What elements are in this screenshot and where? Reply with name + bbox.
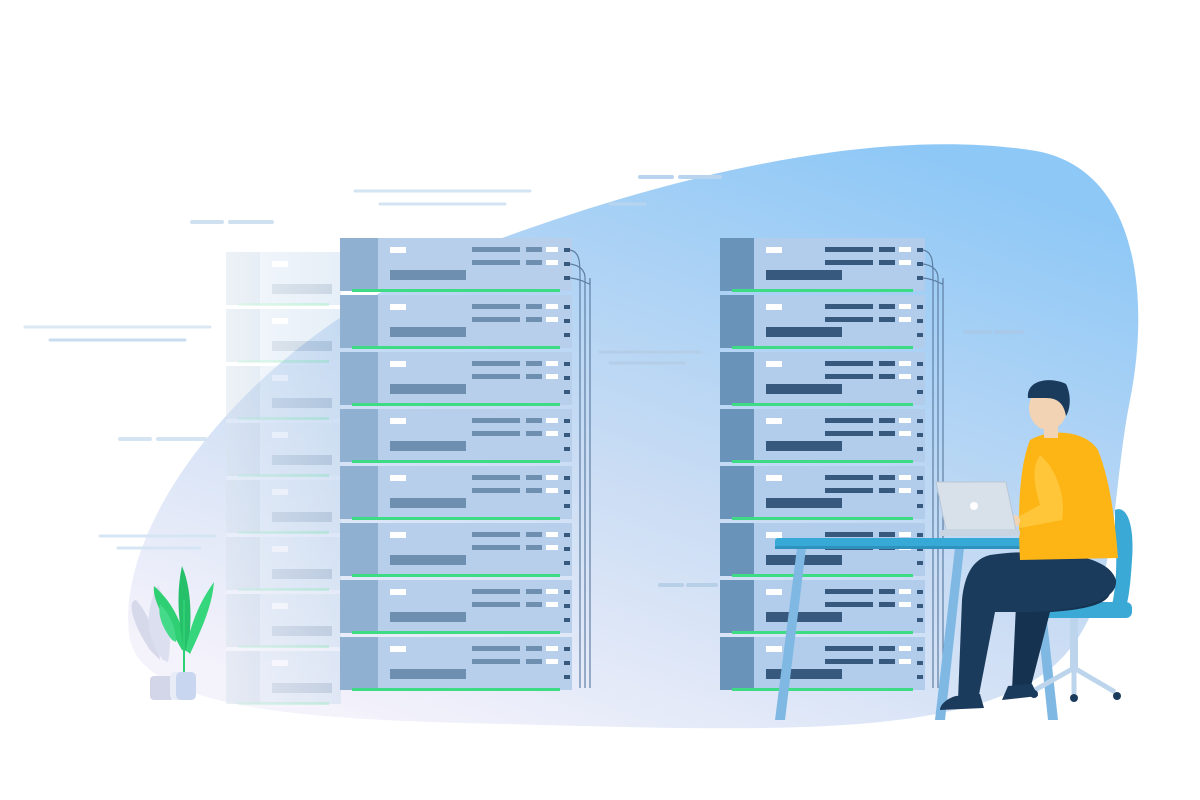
plant-icon [131,566,214,700]
server-unit [340,295,572,349]
server-unit [340,523,572,577]
server-unit [720,409,925,463]
speed-lines [23,175,1024,587]
rack-left-ghost [226,252,341,708]
server-unit [340,352,572,406]
rack-right [720,238,944,691]
rack-cables [569,249,591,688]
server-unit [720,295,925,349]
server-unit [720,238,925,292]
server-unit [720,523,925,577]
laptop-icon [935,481,1020,536]
server-unit [340,580,572,634]
rack-left-main [340,238,591,691]
rack-cables [922,249,944,688]
server-unit [340,466,572,520]
server-unit [720,466,925,520]
server-unit [720,637,925,691]
server-unit [340,409,572,463]
server-unit [340,637,572,691]
server-unit [720,580,925,634]
server-racks [226,238,944,708]
server-unit [720,352,925,406]
server-unit [340,238,572,292]
